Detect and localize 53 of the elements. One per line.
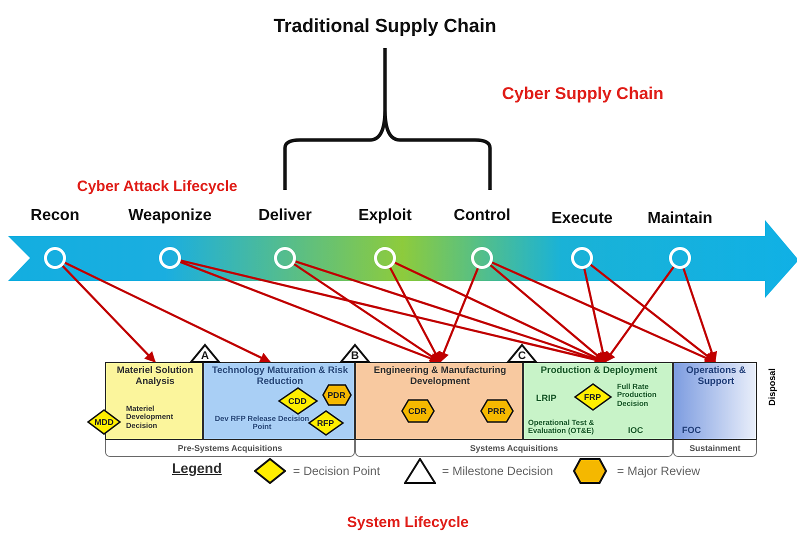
phase-note: LRIP [536,393,558,404]
stage-label: Maintain [646,210,714,228]
legend-title: Legend [172,460,222,476]
arrow [438,268,479,364]
stage-circle [159,247,181,269]
decision-diamond: FRP [574,382,612,410]
stage-circle [44,247,66,269]
stage-label: Control [452,207,512,225]
phase-box [355,362,523,440]
legend-text: = Decision Point [293,464,380,478]
title: Traditional Supply Chain [272,16,498,38]
milestone-triangle: B [340,344,370,362]
review-hexagon: PDR [322,384,352,406]
heading-label: Cyber Supply Chain [502,84,664,104]
stage-label: Recon [30,207,80,225]
milestone-triangle: A [190,344,220,362]
stage-label: Deliver [257,207,313,225]
phase-title: Materiel Solution Analysis [116,366,194,388]
legend-text: = Milestone Decision [442,464,554,478]
stage-label: Execute [550,210,614,228]
review-hexagon: PRR [480,398,514,422]
stage-band: Sustainment [673,440,757,457]
stage-label: Exploit [357,207,413,225]
phase-title: Production & Deployment [540,366,658,377]
phase-box [203,362,355,440]
heading-label: Cyber Attack Lifecycle [77,178,238,195]
stage-circle [669,247,691,269]
stage-circle [274,247,296,269]
vertical-label: Disposal [766,368,777,406]
arrow [64,262,271,363]
arrow [62,265,156,363]
arrow [389,267,441,363]
stage-circle [571,247,593,269]
review-hexagon: CDR [400,398,434,422]
stage-circle [374,247,396,269]
decision-diamond: RFP [308,410,344,436]
arrow [604,266,674,363]
phase-box [673,362,757,440]
stage-circle [471,247,493,269]
arrow [682,268,718,364]
phase-title: Engineering & Manufacturing Development [372,366,508,388]
stage-band: Pre-Systems Acquisitions [105,440,355,457]
phase-note: FOC [682,425,702,436]
stage-label: Weaponize [127,207,213,225]
phase-title: Operations & Support [685,366,747,388]
decision-diamond: MDD [87,409,121,435]
phase-box [523,362,673,440]
phase-note: IOC [628,426,644,436]
legend-text: = Major Review [617,464,700,478]
arrow [583,268,608,364]
milestone-triangle: C [507,344,537,362]
caption-label: System Lifecycle [347,514,469,531]
decision-diamond: CDD [278,386,318,414]
